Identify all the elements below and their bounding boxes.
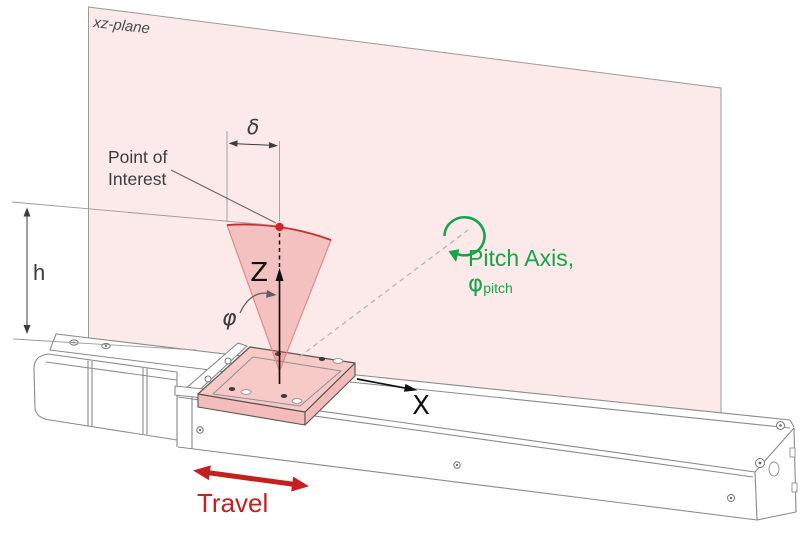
mount-slot	[332, 358, 344, 364]
pitch-axis: Pitch Axis, φpitch	[298, 216, 574, 358]
end-cap-hole	[768, 461, 780, 477]
x-axis: X	[356, 378, 430, 421]
mount-hole	[280, 394, 288, 398]
delta-dimension: δ	[226, 115, 280, 222]
carriage	[197, 346, 356, 426]
poi-label-line1: Point of	[108, 147, 167, 167]
pitch-rotation-arrowhead	[448, 249, 460, 262]
z-axis: Z	[250, 233, 284, 384]
motor-top-edge	[45, 361, 178, 381]
h-arrow-up	[23, 207, 31, 217]
delta-dimension-line	[231, 143, 276, 146]
z-axis-arrowhead	[275, 268, 284, 281]
xz-plane: xz-plane	[88, 6, 722, 435]
delta-arrow-left	[228, 140, 238, 147]
end-cap-tab	[789, 447, 796, 458]
delta-label: δ	[247, 115, 259, 139]
end-cap-tab	[791, 482, 798, 493]
h-extension-bottom	[12, 338, 197, 351]
travel-indicator: Travel	[193, 465, 309, 518]
pitch-axis-symbol: φpitch	[468, 271, 513, 297]
height-dimension: h	[11, 201, 271, 351]
x-axis-label: X	[412, 391, 430, 421]
mount-hole	[228, 387, 236, 391]
cone-left-edge	[226, 224, 281, 372]
x-axis-arrowhead	[403, 383, 418, 392]
h-arrow-down	[23, 325, 31, 334]
poi-leader-line	[170, 169, 277, 224]
travel-arrow-line	[206, 470, 296, 487]
carriage-groove	[212, 356, 342, 407]
z-axis-label: Z	[250, 258, 268, 288]
pitch-axis-label: Pitch Axis,	[468, 245, 574, 271]
screw-icon	[224, 357, 232, 365]
point-of-interest: Point of Interest	[108, 147, 284, 232]
pitch-rotation-arrow	[443, 216, 486, 257]
mount-hole	[318, 357, 326, 361]
cone-angle: φ	[222, 289, 277, 331]
poi-marker	[275, 222, 284, 232]
rail-front-screws	[196, 426, 735, 502]
travel-arrowhead-right	[291, 476, 309, 492]
rail-end-cap	[755, 421, 798, 493]
phi-label: φ	[222, 306, 237, 331]
xz-plane-surface	[88, 6, 722, 435]
travel-arrowhead-left	[193, 465, 211, 481]
poi-label-line2: Interest	[108, 169, 166, 189]
x-axis-line	[356, 378, 407, 390]
carriage-top-face	[197, 346, 356, 413]
screw-icon	[204, 375, 212, 383]
travel-label: Travel	[197, 488, 268, 518]
motor-body	[33, 353, 178, 441]
cone-right-edge	[278, 239, 332, 372]
phi-arrowhead	[266, 289, 277, 298]
mount-slot	[240, 389, 252, 395]
motor-bands	[87, 360, 148, 435]
mount-slot	[291, 398, 303, 404]
rail-body	[178, 374, 796, 520]
h-label: h	[33, 260, 45, 285]
delta-arrow-right	[268, 142, 278, 149]
xz-plane-label: xz-plane	[92, 14, 151, 37]
